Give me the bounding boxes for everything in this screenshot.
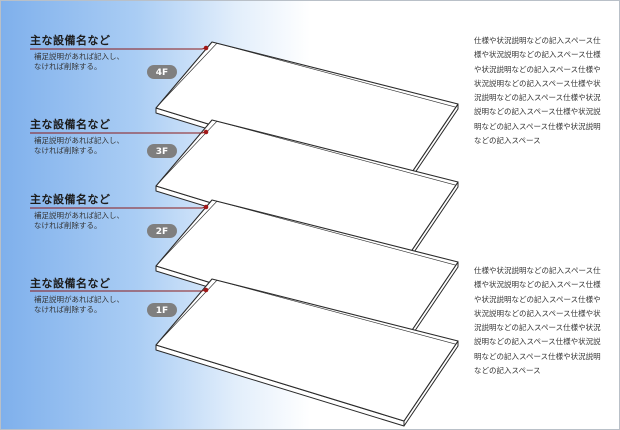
callout-subtitle: 補足説明があれば記入し、なければ削除する。 bbox=[34, 295, 124, 314]
callout-title: 主な設備名など bbox=[30, 277, 111, 290]
plate-rim bbox=[158, 279, 456, 345]
plate-rim bbox=[158, 200, 456, 266]
callout-4f: 主な設備名など 補足説明があれば記入し、なければ削除する。 bbox=[30, 34, 220, 72]
floor-label: 3F bbox=[156, 147, 168, 157]
badge-pill bbox=[147, 303, 177, 317]
leader-dot bbox=[203, 287, 209, 293]
callout-title: 主な設備名など bbox=[30, 118, 111, 131]
leader-dot bbox=[203, 45, 209, 51]
badge-pill bbox=[147, 224, 177, 238]
leader-3f bbox=[30, 129, 209, 135]
badge-pill bbox=[147, 144, 177, 158]
plate-rim bbox=[158, 42, 456, 108]
callout-3f: 主な設備名など 補足説明があれば記入し、なければ削除する。 bbox=[30, 118, 220, 156]
callout-subtitle: 補足説明があれば記入し、なければ削除する。 bbox=[34, 211, 124, 230]
callout-subtitle: 補足説明があれば記入し、なければ削除する。 bbox=[34, 136, 124, 155]
callout-1f: 主な設備名など 補足説明があれば記入し、なければ削除する。 bbox=[30, 277, 220, 315]
floor-plate-1f bbox=[155, 278, 459, 427]
leader-2f bbox=[30, 204, 209, 210]
badge-pill bbox=[147, 65, 177, 79]
floor-label: 1F bbox=[156, 306, 168, 316]
callout-title: 主な設備名など bbox=[30, 34, 111, 47]
plate-rim bbox=[158, 120, 456, 186]
floor-badge-1f: 1F bbox=[147, 303, 177, 317]
floor-label: 4F bbox=[156, 68, 168, 78]
leader-dot bbox=[203, 204, 209, 210]
description-lower: 仕様や状況説明などの記入スペース仕様や状況説明などの記入スペース仕様や状況説明な… bbox=[474, 266, 601, 376]
callout-2f: 主な設備名など 補足説明があれば記入し、なければ削除する。 bbox=[30, 193, 220, 231]
leader-1f bbox=[30, 287, 209, 293]
callout-subtitle: 補足説明があれば記入し、なければ削除する。 bbox=[34, 52, 124, 71]
leader-dot bbox=[203, 129, 209, 135]
leader-lines bbox=[30, 45, 209, 293]
callout-title: 主な設備名など bbox=[30, 193, 111, 206]
floor-badges: 4F 3F 2F 1F bbox=[147, 65, 177, 317]
floor-badge-2f: 2F bbox=[147, 224, 177, 238]
floor-badge-3f: 3F bbox=[147, 144, 177, 158]
floor-badge-4f: 4F bbox=[147, 65, 177, 79]
floor-plates bbox=[155, 41, 459, 427]
plate-top-face bbox=[155, 278, 459, 422]
floor-label: 2F bbox=[156, 227, 168, 237]
description-upper: 仕様や状況説明などの記入スペース仕様や状況説明などの記入スペース仕様や状況説明な… bbox=[474, 36, 601, 146]
leader-4f bbox=[30, 45, 209, 51]
